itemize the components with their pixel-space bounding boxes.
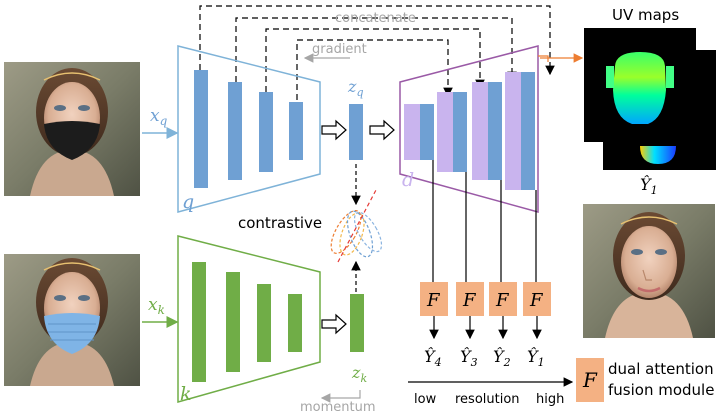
fusion-output-arrows — [429, 316, 542, 340]
legend-letter: F — [582, 368, 598, 392]
contrastive-label: contrastive — [238, 214, 322, 232]
uv-face-icon — [613, 52, 666, 124]
decoder-d — [399, 45, 539, 213]
legend-line2: fusion module — [608, 381, 714, 399]
xk-label: xk — [148, 295, 165, 317]
latent-zq — [349, 104, 363, 160]
momentum-arrow — [320, 390, 361, 403]
uv-output-arrow — [538, 56, 582, 62]
fusion-box-label: F — [529, 290, 544, 311]
xq-label: xq — [150, 106, 168, 128]
legend-line1: dual attention — [608, 360, 714, 378]
legend-swatch — [576, 358, 604, 402]
input-image-xq — [4, 62, 140, 196]
momentum-label: momentum — [300, 400, 376, 415]
output-y2: Ŷ2 — [493, 346, 511, 369]
decoder-d-label: d — [402, 169, 414, 191]
gradient-label: gradient — [312, 42, 367, 57]
uv-maps-title: UV maps — [612, 6, 679, 24]
hollow-arrow-icon — [321, 313, 347, 335]
output-y4: Ŷ4 — [424, 346, 442, 369]
input-image-xk — [4, 254, 140, 386]
fusion-box-label: F — [495, 290, 510, 311]
fusion-boxes: F F F F — [420, 282, 551, 316]
latent-zk — [350, 294, 364, 352]
encoder-q-label: q — [182, 191, 194, 213]
uv-maps — [584, 28, 716, 170]
resolution-mid-label: resolution — [455, 392, 520, 407]
black-mask-icon — [44, 121, 100, 160]
encoder-k — [177, 235, 321, 403]
fusion-box-label: F — [426, 290, 441, 311]
hollow-arrow-icon — [369, 119, 395, 141]
encoder-q — [177, 45, 321, 213]
resolution-low-label: low — [414, 392, 437, 407]
zk-label: zk — [351, 363, 367, 385]
y1-top-label: Ŷ1 — [640, 174, 658, 197]
contrastive-ellipses-icon — [330, 189, 383, 263]
zq-label: zq — [347, 77, 363, 99]
encoder-k-label: k — [180, 383, 192, 405]
fusion-box-label: F — [462, 290, 477, 311]
output-y3: Ŷ3 — [460, 346, 478, 369]
surgical-mask-icon — [44, 313, 100, 354]
concatenate-skip-lines — [199, 5, 555, 100]
concatenate-label: concatenate — [335, 11, 416, 26]
decoder-to-fusion-lines — [432, 160, 537, 282]
output-image — [583, 204, 715, 338]
hollow-arrow-icon — [321, 119, 347, 141]
output-y1: Ŷ1 — [527, 346, 545, 369]
resolution-high-label: high — [536, 392, 564, 407]
